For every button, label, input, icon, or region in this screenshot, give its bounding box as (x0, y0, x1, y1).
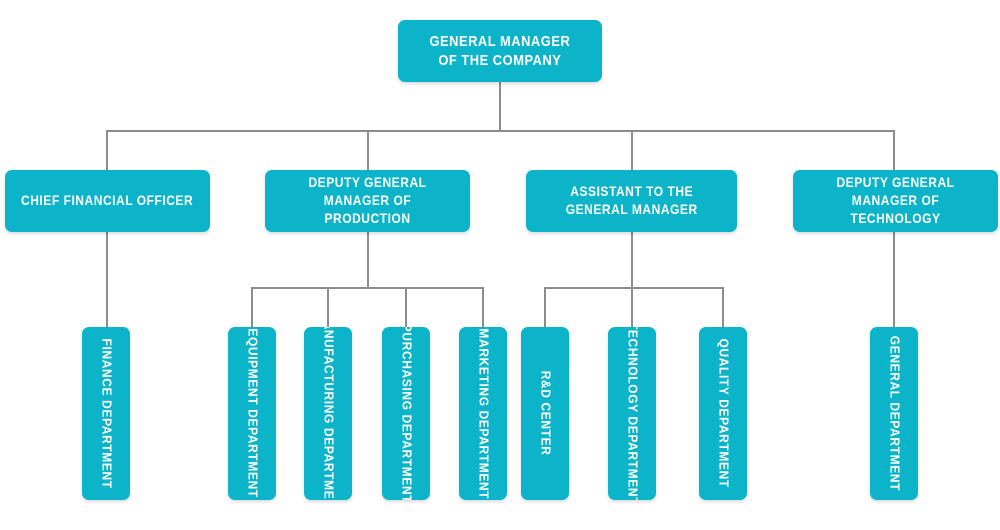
node-assistant-to-general-manager[interactable]: ASSISTANT TO THE GENERAL MANAGER (526, 170, 737, 232)
connector-assistant-stem (631, 232, 633, 288)
connector-drop-quality (722, 287, 724, 327)
node-chief-financial-officer-label: CHIEF FINANCIAL OFFICER (21, 192, 194, 209)
node-deputy-gm-technology[interactable]: DEPUTY GENERAL MANAGER OF TECHNOLOGY (793, 170, 998, 232)
node-rd-center[interactable]: R&D CENTER (521, 327, 569, 500)
node-deputy-gm-technology-label: DEPUTY GENERAL MANAGER OF TECHNOLOGY (836, 174, 955, 226)
connector-drop-purchasing (405, 287, 407, 327)
connector-level1-bus (106, 130, 894, 132)
node-deputy-gm-production[interactable]: DEPUTY GENERAL MANAGER OF PRODUCTION (265, 170, 470, 232)
node-deputy-gm-production-label: DEPUTY GENERAL MANAGER OF PRODUCTION (308, 174, 427, 226)
node-assistant-to-general-manager-label: ASSISTANT TO THE GENERAL MANAGER (565, 183, 698, 217)
node-general-manager-label: GENERAL MANAGER OF THE COMPANY (429, 32, 571, 69)
connector-drop-dgm-technology (893, 130, 895, 170)
node-equipment-department-label: EQUIPMENT DEPARTMENT (245, 328, 261, 499)
node-purchasing-department[interactable]: PURCHASING DEPARTMENT (382, 327, 430, 500)
connector-drop-marketing (482, 287, 484, 327)
node-general-manager[interactable]: GENERAL MANAGER OF THE COMPANY (398, 20, 602, 82)
connector-drop-rd-center (544, 287, 546, 327)
connector-production-bus (251, 287, 483, 289)
node-manufacturing-department-label: MANUFACTURING DEPARTMENT (321, 327, 337, 500)
node-manufacturing-department[interactable]: MANUFACTURING DEPARTMENT (304, 327, 352, 500)
connector-gm-stem (499, 82, 501, 131)
node-finance-department[interactable]: FINANCE DEPARTMENT (82, 327, 130, 500)
connector-drop-technology-dept (631, 287, 633, 327)
node-quality-department[interactable]: QUALITY DEPARTMENT (699, 327, 747, 500)
connector-assistant-bus (544, 287, 723, 289)
node-marketing-department[interactable]: MARKETING DEPARTMENT (459, 327, 507, 500)
connector-drop-assistant-gm (631, 130, 633, 170)
connector-technology-to-general (893, 232, 895, 327)
node-rd-center-label: R&D CENTER (538, 371, 554, 456)
node-general-department-label: GENERAL DEPARTMENT (887, 335, 903, 492)
node-finance-department-label: FINANCE DEPARTMENT (99, 338, 115, 489)
connector-production-stem (367, 232, 369, 288)
connector-drop-manufacturing (327, 287, 329, 327)
connector-cfo-to-finance (106, 232, 108, 327)
node-purchasing-department-label: PURCHASING DEPARTMENT (399, 327, 415, 500)
node-general-department[interactable]: GENERAL DEPARTMENT (870, 327, 918, 500)
node-marketing-department-label: MARKETING DEPARTMENT (476, 328, 492, 499)
node-equipment-department[interactable]: EQUIPMENT DEPARTMENT (228, 327, 276, 500)
node-chief-financial-officer[interactable]: CHIEF FINANCIAL OFFICER (5, 170, 210, 232)
connector-drop-dgm-production (367, 130, 369, 170)
node-quality-department-label: QUALITY DEPARTMENT (716, 338, 732, 489)
connector-drop-equipment (251, 287, 253, 327)
connector-drop-cfo (106, 130, 108, 170)
node-technology-department-label: TECHNOLOGY DEPARTMENT (625, 327, 641, 500)
node-technology-department[interactable]: TECHNOLOGY DEPARTMENT (608, 327, 656, 500)
